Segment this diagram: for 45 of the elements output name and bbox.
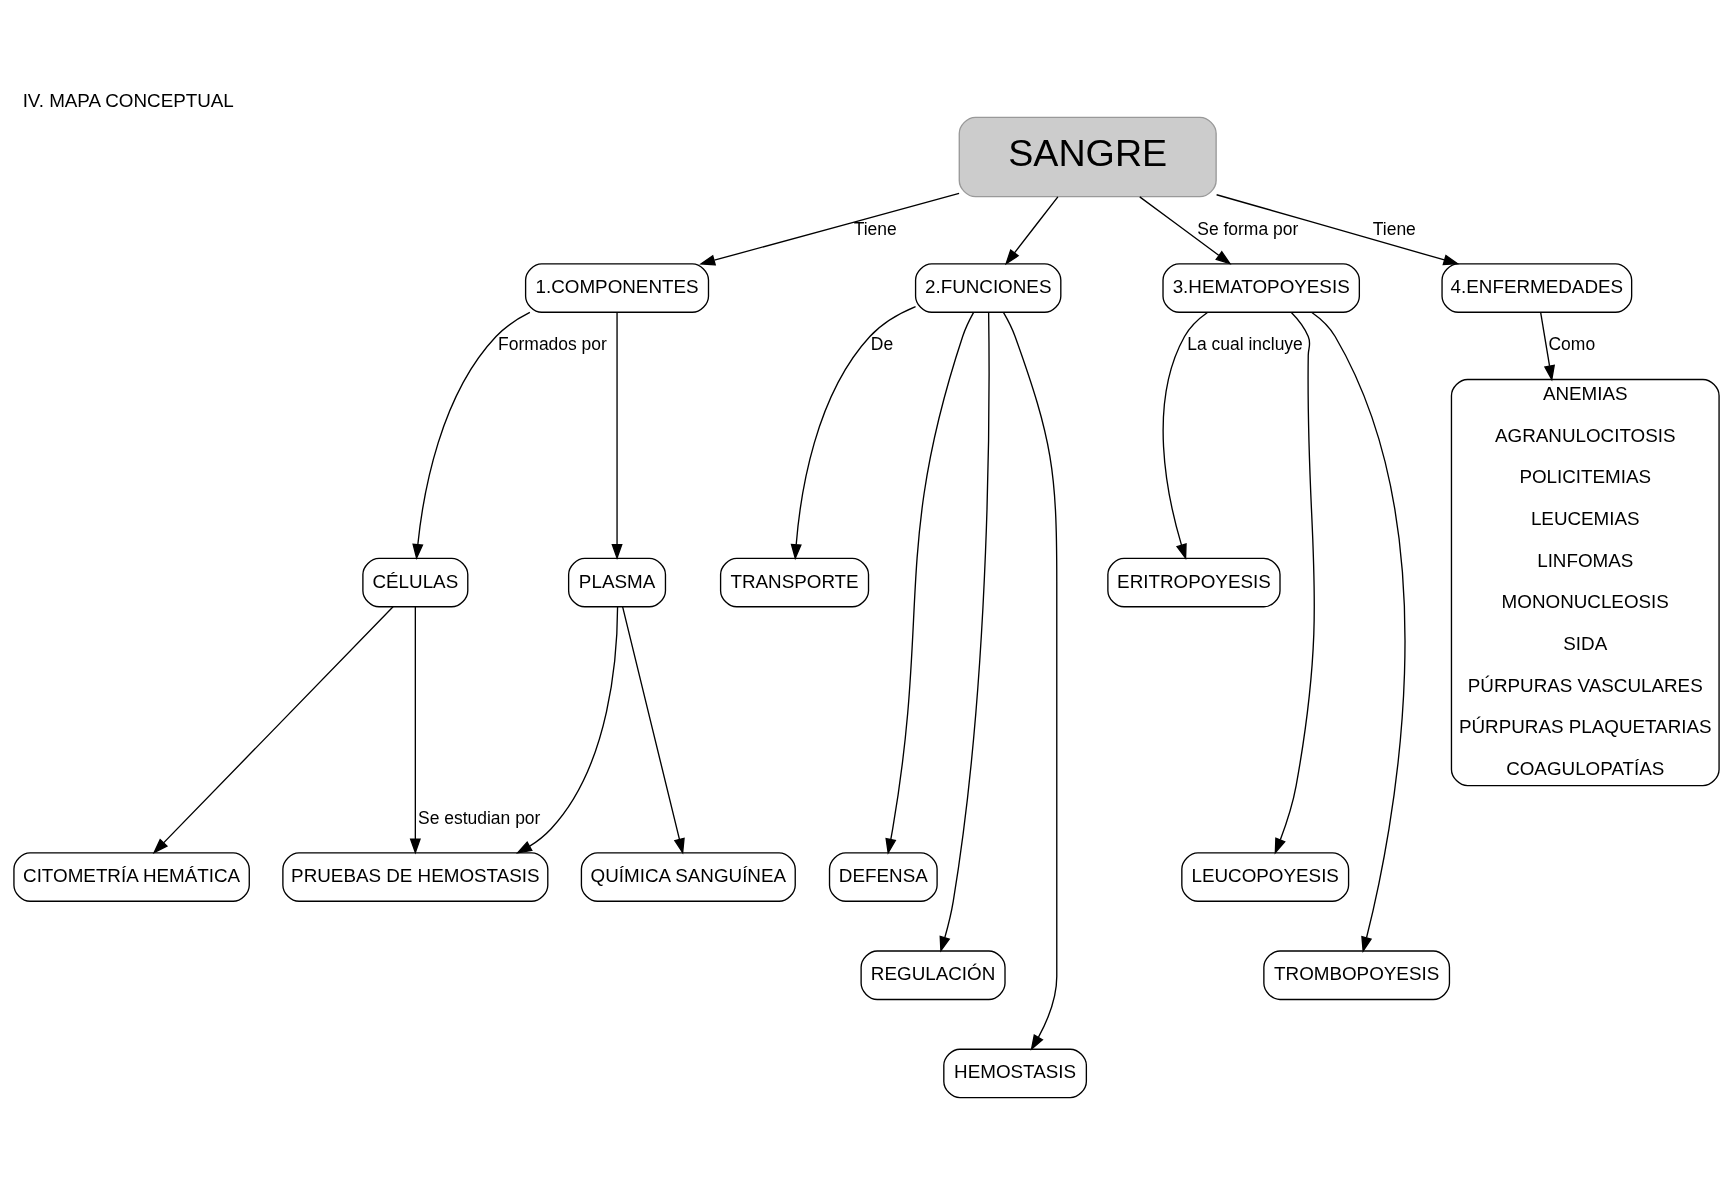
arrow <box>1004 195 1059 265</box>
arrow <box>622 605 685 854</box>
node-box: CITOMETRÍA HEMÁTICA <box>13 851 250 902</box>
diagram-title: IV. MAPA CONCEPTUAL <box>22 89 234 111</box>
arrow <box>790 305 917 560</box>
arrow <box>412 311 531 560</box>
node-box: HEMOSTASIS <box>943 1048 1088 1098</box>
node-box: TROMBOPOYESIS <box>1263 949 1451 1000</box>
node-box: 2.FUNCIONES <box>914 262 1062 313</box>
edge-label: Formados por <box>498 333 607 354</box>
arrow <box>939 311 990 953</box>
arrow <box>1162 311 1209 560</box>
node-box: PRUEBAS DE HEMOSTASIS <box>282 851 549 902</box>
node-box: 1.COMPONENTES <box>524 262 710 313</box>
arrow <box>1311 311 1406 953</box>
arrow <box>885 311 975 855</box>
arrow <box>515 605 619 854</box>
node-box: LEUCOPOYESIS <box>1181 851 1350 902</box>
edge-label: La cual incluye <box>1187 333 1303 354</box>
node-box: CÉLULAS <box>362 557 469 607</box>
node-box: 4.ENFERMEDADES <box>1441 262 1633 313</box>
node-box: TRANSPORTE <box>719 557 870 607</box>
node-box: SANGRE <box>958 116 1217 197</box>
edge-label: Como <box>1548 333 1596 354</box>
edge-label: Se estudian por <box>418 807 541 828</box>
edge-label: Se forma por <box>1197 218 1299 239</box>
arrow <box>152 605 394 854</box>
edge-label: Tiene <box>853 218 897 239</box>
edge-label: Tiene <box>1372 218 1416 239</box>
arrow <box>699 192 960 266</box>
arrow <box>1002 311 1058 1051</box>
node-box: ERITROPOYESIS <box>1107 557 1281 607</box>
node-box: PLASMA <box>567 557 667 607</box>
arrow <box>1539 311 1556 381</box>
node-box: DEFENSA <box>828 851 938 902</box>
arrow <box>611 311 623 560</box>
node-box: QUÍMICA SANGUÍNEA <box>580 851 796 902</box>
arrow <box>1215 193 1460 265</box>
arrow <box>1274 311 1316 854</box>
edge-label: De <box>870 333 894 354</box>
node-box: REGULACIÓN <box>860 949 1006 1000</box>
node-box: ANEMIAS AGRANULOCITOSIS POLICITEMIAS LEUCEMIAS LINFOMAS MONONUCLEOSIS SIDA PÚRPURAS VASCULARES PÚRPURAS PLAQUETARIAS COAGULOPATÍAS <box>1450 378 1720 786</box>
node-box: 3.HEMATOPOYESIS <box>1162 262 1360 313</box>
arrow <box>409 605 421 855</box>
arrow <box>1139 195 1232 265</box>
